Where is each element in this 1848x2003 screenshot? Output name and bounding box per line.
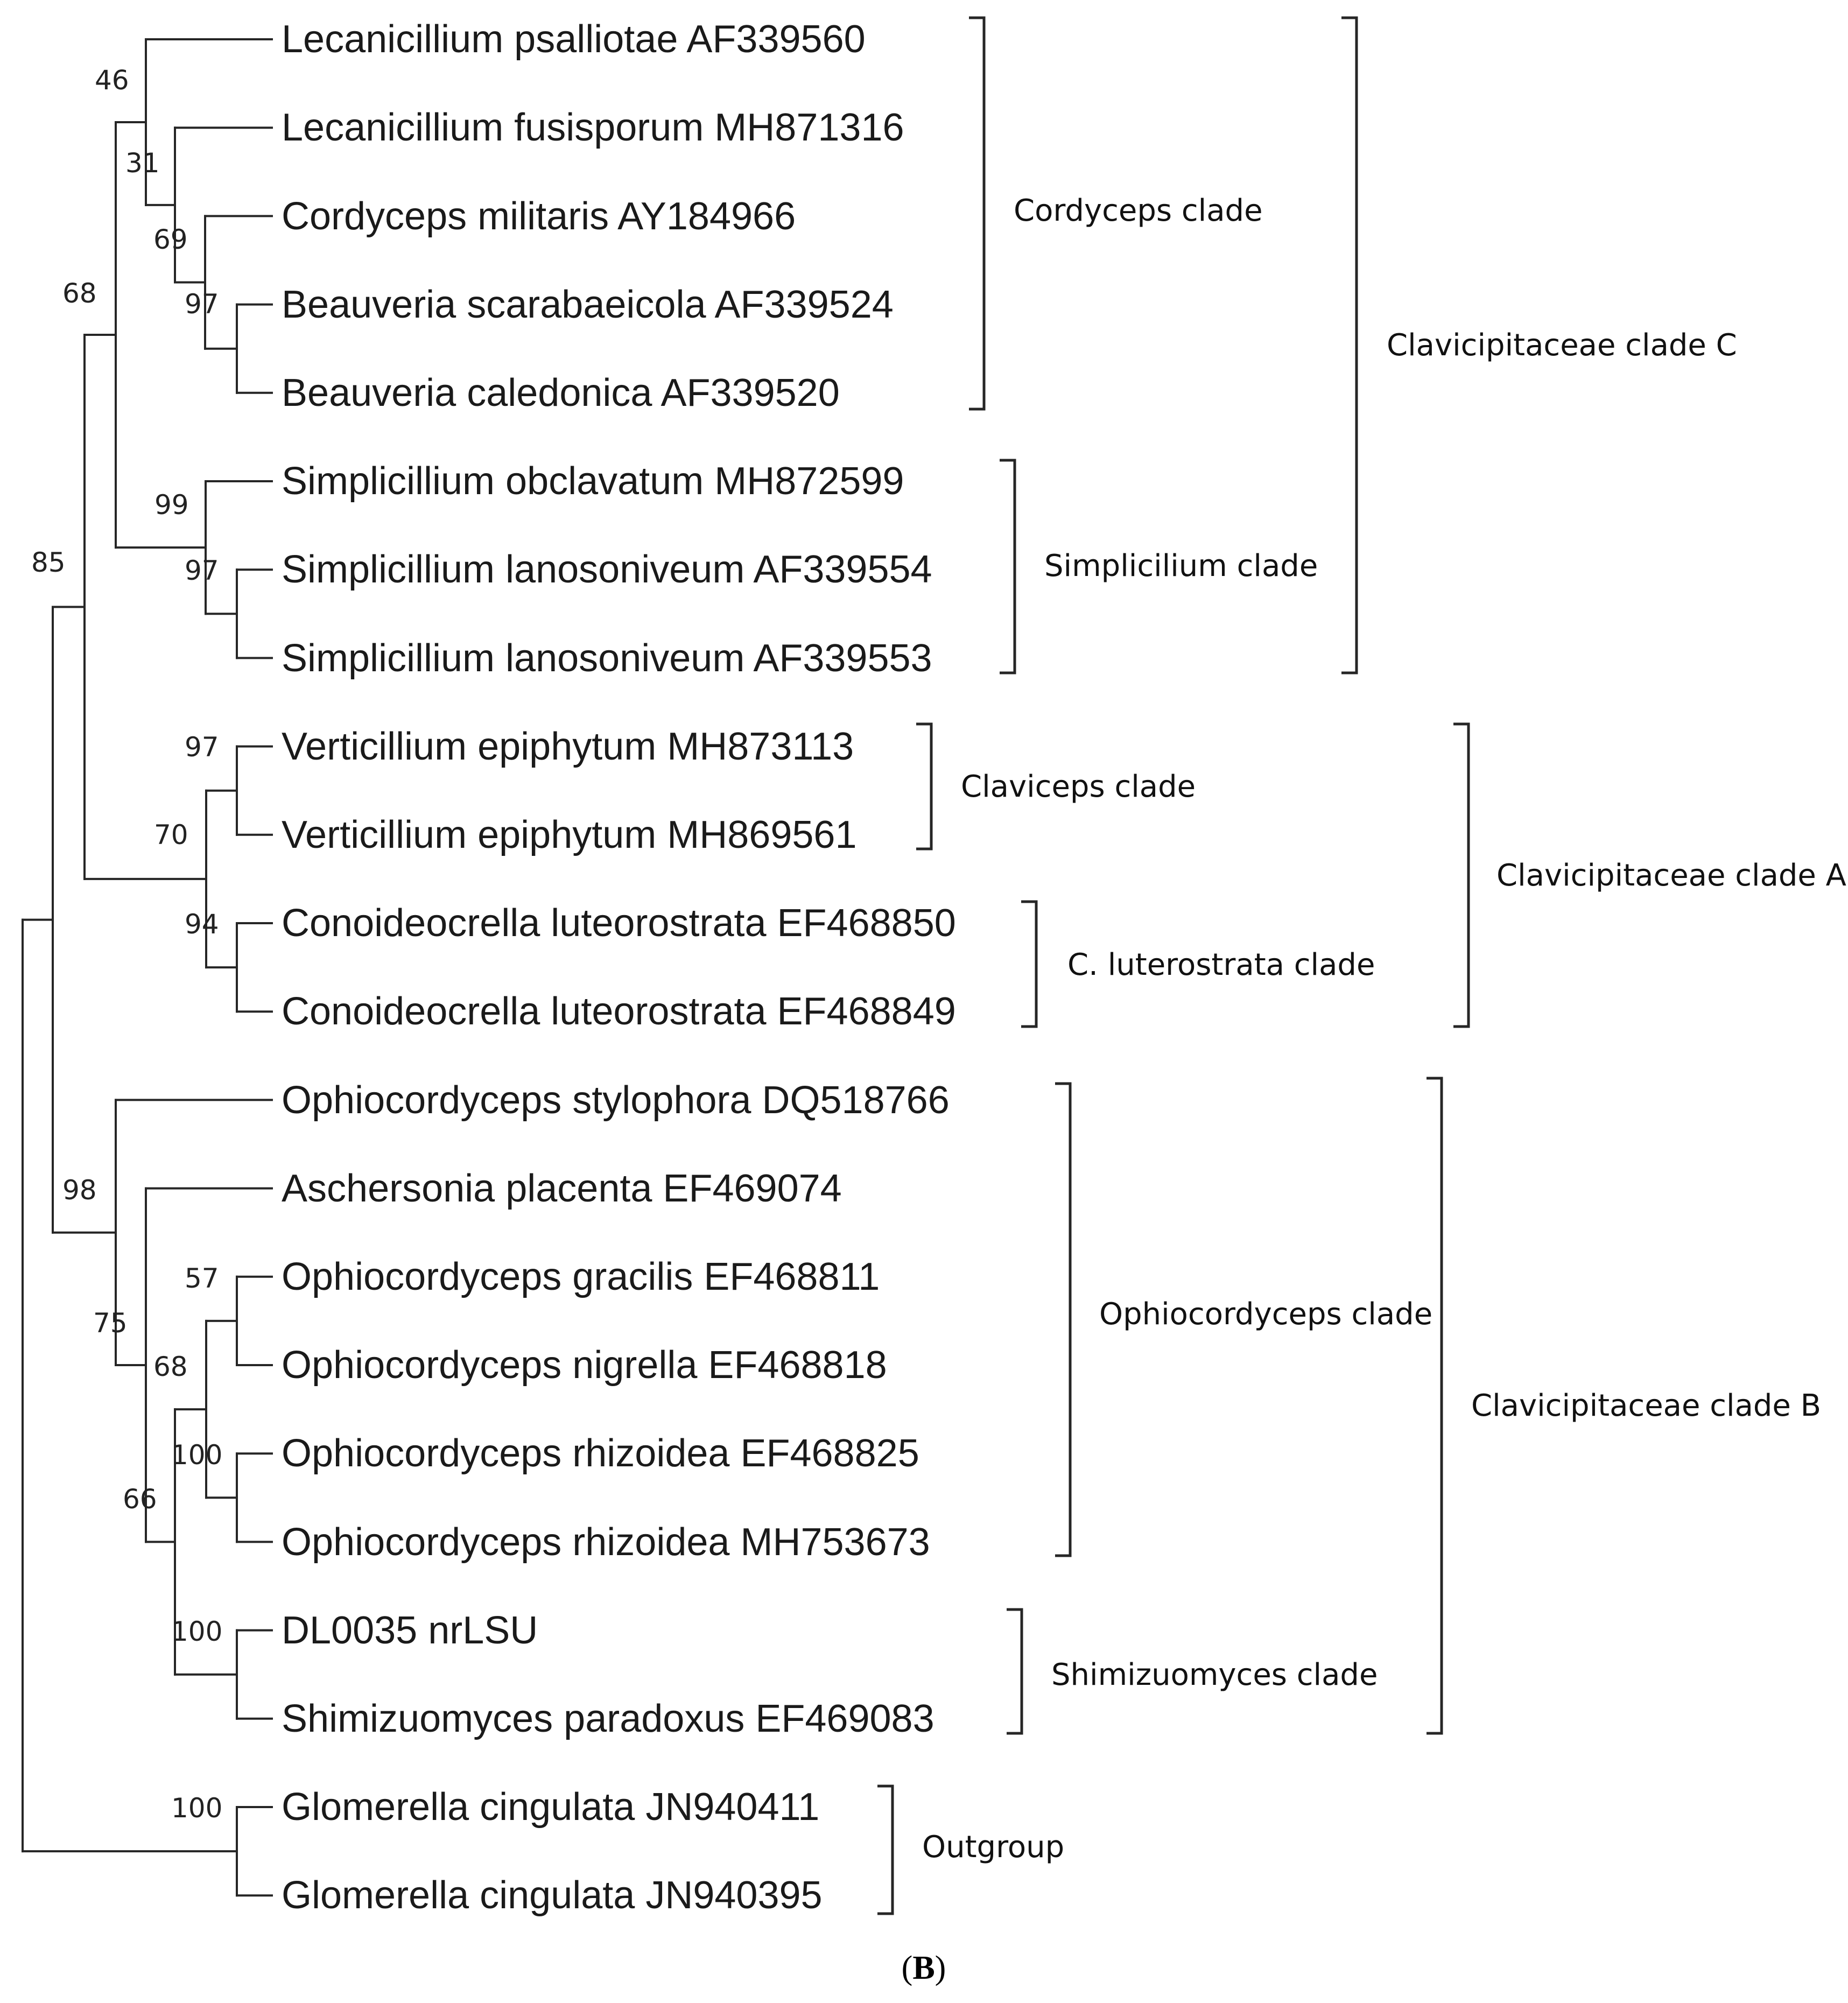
clade-label: Clavicipitaceae clade A [1496,858,1846,893]
clade-label: Ophiocordyceps clade [1099,1297,1432,1332]
clade-labels: Cordyceps clade Simplicilium clade Clavi… [922,193,1846,1865]
clade-bracket [1055,1082,1072,1557]
taxon-label: Ophiocordyceps nigrella EF468818 [282,1344,887,1387]
clade-bracket [1021,900,1038,1028]
bootstrap-values: 46 31 69 97 99 97 68 97 70 94 85 57 100 … [31,65,222,1824]
bootstrap-value: 100 [171,1793,222,1824]
clade-bracket [1427,1077,1443,1735]
taxon-label: Simplicillium lanosoniveum AF339553 [282,637,932,680]
taxon-label: Beauveria scarabaeicola AF339524 [282,283,894,326]
bootstrap-value: 98 [62,1175,97,1206]
bootstrap-value: 70 [154,819,188,851]
taxon-label: DL0035 nrLSU [282,1609,538,1652]
taxon-label: Simplicillium lanosoniveum AF339554 [282,548,932,591]
bootstrap-value: 99 [154,489,189,521]
bootstrap-value: 68 [153,1351,188,1382]
clade-bracket [1007,1608,1023,1735]
tree-branches [22,38,273,1897]
taxon-label: Conoideocrella luteorostrata EF468850 [282,902,956,945]
bootstrap-value: 97 [185,555,219,586]
taxon-label: Glomerella cingulata JN940395 [282,1874,823,1917]
clade-label: Clavicipitaceae clade B [1471,1388,1821,1423]
bootstrap-value: 57 [185,1263,219,1294]
taxon-label: Ophiocordyceps gracilis EF468811 [282,1255,880,1298]
taxon-label: Ophiocordyceps rhizoidea EF468825 [282,1432,919,1475]
taxon-label: Conoideocrella luteorostrata EF468849 [282,990,956,1033]
taxon-label: Beauveria caledonica AF339520 [282,371,840,414]
bootstrap-value: 31 [125,147,160,179]
taxon-label: Ophiocordyceps stylophora DQ518766 [282,1079,950,1122]
bootstrap-value: 46 [95,65,129,96]
clade-bracket [969,16,986,411]
taxon-label: Glomerella cingulata JN940411 [282,1786,819,1829]
taxon-label: Ophiocordyceps rhizoidea MH753673 [282,1521,930,1564]
clade-label: Outgroup [922,1830,1064,1865]
taxon-label: Verticillium epiphytum MH869561 [282,813,857,856]
clade-label: Claviceps clade [961,769,1196,804]
bootstrap-value: 94 [185,909,219,940]
clade-bracket [877,1784,894,1915]
clade-bracket [1453,722,1470,1028]
taxon-labels: Lecanicillium psalliotae AF339560 Lecani… [282,18,956,1917]
bootstrap-value: 100 [171,1616,222,1647]
clade-label: Clavicipitaceae clade C [1387,328,1737,363]
bootstrap-value: 85 [31,547,66,578]
taxon-label: Simplicillium obclavatum MH872599 [282,460,904,503]
bootstrap-value: 97 [185,732,219,763]
taxon-label: Verticillium epiphytum MH873113 [282,725,854,768]
clade-label: C. luterostrata clade [1067,947,1375,982]
bootstrap-value: 100 [171,1439,222,1471]
taxon-label: Lecanicillium fusisporum MH871316 [282,106,904,149]
clade-label: Shimizuomyces clade [1051,1657,1378,1692]
clade-bracket [1000,459,1016,674]
clade-bracket [916,722,933,851]
bootstrap-value: 66 [123,1484,157,1515]
bootstrap-value: 69 [153,224,188,255]
taxon-label: Aschersonia placenta EF469074 [282,1167,842,1210]
clade-label: Simplicilium clade [1044,549,1318,584]
bootstrap-value: 75 [93,1308,128,1339]
taxon-label: Lecanicillium psalliotae AF339560 [282,18,866,61]
bootstrap-value: 97 [185,289,219,320]
clade-brackets [877,16,1470,1915]
clade-label: Cordyceps clade [1014,193,1263,228]
taxon-label: Cordyceps militaris AY184966 [282,195,796,238]
clade-bracket [1341,16,1358,674]
figure-panel-label: (B) [902,1950,946,1986]
taxon-label: Shimizuomyces paradoxus EF469083 [282,1697,934,1740]
bootstrap-value: 68 [62,278,97,309]
